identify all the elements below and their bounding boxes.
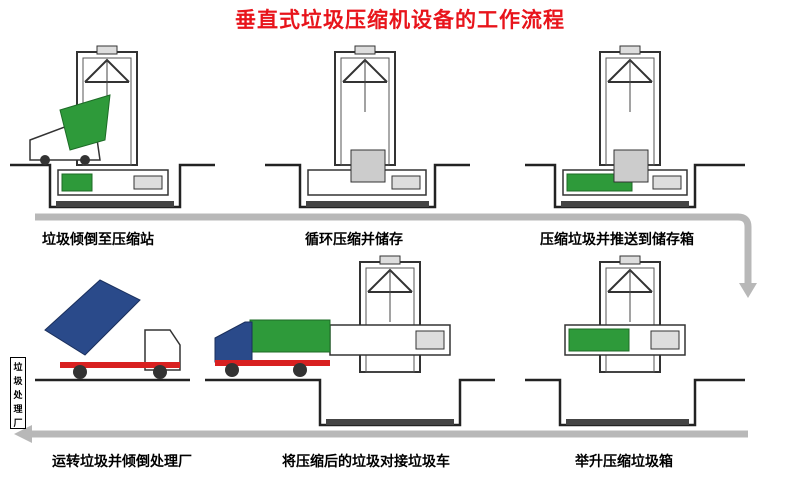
van-wheel: [40, 155, 50, 165]
lifting-tower: [599, 255, 661, 373]
truck-stripe: [215, 360, 330, 366]
tower-inner-frame: [365, 267, 415, 373]
pit-outline: [205, 378, 495, 427]
ground-pit: [525, 378, 745, 427]
flow-arrowhead-left: [14, 425, 32, 443]
stage-compress: [265, 45, 470, 209]
garbage-van: [29, 94, 111, 165]
step-caption-transport: 运转垃圾并倾倒处理厂: [52, 454, 192, 470]
pulley-head: [96, 45, 118, 55]
pulley-head: [619, 255, 641, 265]
truck-wheel: [153, 365, 167, 379]
pit-floor: [561, 201, 689, 207]
lifting-tower: [334, 45, 396, 166]
truck-wheel: [293, 363, 307, 377]
hydraulic-ram: [650, 330, 680, 350]
pit-floor: [306, 201, 429, 207]
compacted-waste: [568, 328, 630, 352]
step-caption-dump: 垃圾倾倒至压缩站: [42, 232, 154, 248]
pit-floor: [326, 419, 454, 425]
van-tipping-bin: [59, 94, 111, 151]
hydraulic-ram: [133, 175, 163, 190]
pit-floor: [566, 419, 689, 425]
stage-dump: [10, 45, 215, 209]
step-caption-dock: 将压缩后的垃圾对接垃圾车: [282, 454, 450, 470]
pit-outline: [525, 378, 745, 427]
pulley-head: [619, 45, 641, 55]
hydraulic-ram: [391, 175, 421, 190]
ground-pit: [205, 378, 495, 427]
truck-wheel: [73, 365, 87, 379]
press-head: [613, 149, 649, 183]
ground-pit: [10, 163, 215, 209]
flow-arrows: [14, 213, 757, 443]
compactor-box: [564, 324, 686, 356]
truck-container: [249, 319, 331, 353]
hydraulic-ram: [415, 330, 445, 350]
stage-dock: [205, 255, 495, 427]
press-head: [350, 149, 386, 183]
ground-pit: [265, 163, 470, 209]
hydraulic-ram: [652, 175, 682, 190]
truck-wheel: [225, 363, 239, 377]
truck-cab: [214, 321, 253, 363]
van-wheel: [80, 155, 90, 165]
tipping-container: [44, 279, 141, 356]
compactor-box: [329, 324, 451, 356]
pulley-head: [354, 45, 376, 55]
ground-pit: [525, 163, 745, 209]
stage-transport: [35, 279, 190, 382]
garbage-truck: [214, 319, 331, 377]
stage-push: [525, 45, 745, 209]
step-caption-lift: 举升压缩垃圾箱: [575, 454, 673, 470]
pulley-head: [379, 255, 401, 265]
flow-arrow-top: [35, 213, 752, 285]
tower-inner-frame: [605, 267, 655, 373]
page-title: 垂直式垃圾压缩机设备的工作流程: [235, 8, 565, 32]
treatment-plant-sign: 垃圾处理厂: [10, 357, 26, 429]
pit-floor: [56, 201, 174, 207]
dump-truck: [44, 279, 181, 379]
stage-lift: [525, 255, 745, 427]
flow-arrowhead-down: [739, 283, 757, 298]
lifting-tower: [599, 45, 661, 166]
compacted-waste: [61, 173, 93, 192]
step-caption-push: 压缩垃圾并推送到储存箱: [540, 232, 694, 248]
compactor-box: [57, 169, 169, 196]
truck-stripe: [60, 362, 180, 368]
step-caption-compress: 循环压缩并储存: [305, 232, 403, 248]
lifting-tower: [359, 255, 421, 373]
